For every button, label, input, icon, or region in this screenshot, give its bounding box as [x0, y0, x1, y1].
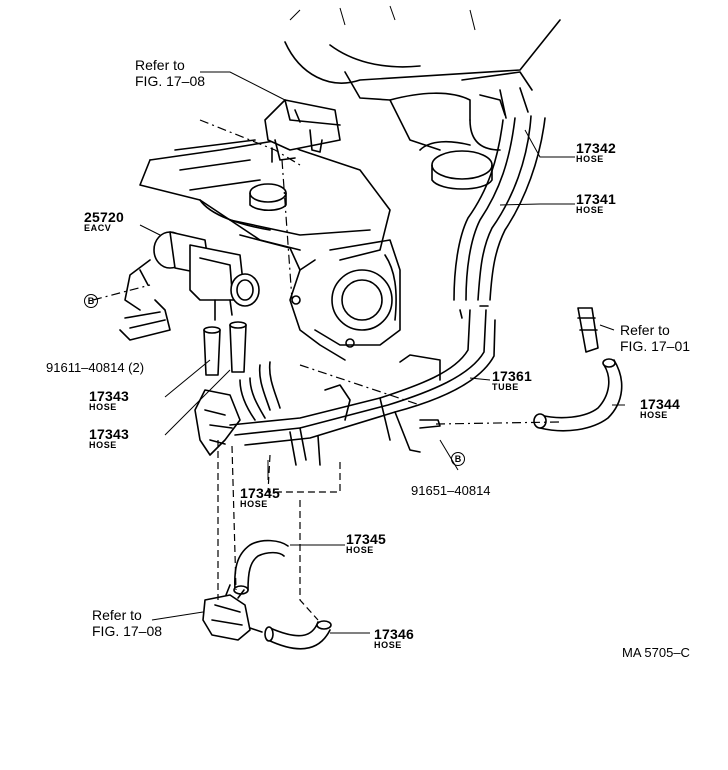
vsv-bracket	[194, 361, 281, 456]
part-number: 17341	[576, 191, 616, 207]
part-number: 17345	[346, 531, 386, 547]
tube-assembly-17361	[229, 305, 496, 466]
refer-line: Refer to	[620, 322, 670, 338]
part-name: HOSE	[374, 640, 402, 650]
part-name: EACV	[84, 223, 112, 233]
fig-line: FIG. 17–08	[135, 73, 206, 89]
label-17344: 17344 HOSE	[640, 397, 680, 420]
hose-17345-lower	[233, 539, 289, 595]
part-name: HOSE	[89, 440, 117, 450]
marker-b-right: B	[451, 452, 465, 466]
part-number: 17345	[240, 485, 280, 501]
callout-lines	[139, 71, 625, 634]
label-17343-upper: 17343 HOSE	[89, 389, 129, 412]
hose-17344	[533, 307, 623, 432]
hose-17346	[264, 620, 332, 650]
part-name: TUBE	[492, 382, 519, 392]
part-name: HOSE	[89, 402, 117, 412]
part-name: HOSE	[346, 545, 374, 555]
fig-line: FIG. 17–08	[92, 623, 163, 639]
fig-line: FIG. 17–01	[620, 338, 691, 354]
hoses-17341-17342	[453, 87, 546, 301]
label-25720: 25720 EACV	[84, 210, 124, 233]
label-17345-lower: 17345 HOSE	[346, 532, 386, 555]
part-number: 17342	[576, 140, 616, 156]
refer-to-fig-17-08-bottom: Refer to FIG. 17–08	[92, 607, 162, 639]
part-name: HOSE	[576, 154, 604, 164]
refer-line: Refer to	[135, 57, 185, 73]
hoses-17343	[203, 321, 247, 376]
part-number: 17344	[640, 396, 680, 412]
part-number: 17361	[492, 368, 532, 384]
part-name: HOSE	[640, 410, 668, 420]
part-number: 17346	[374, 626, 414, 642]
leader-lines	[92, 119, 561, 621]
label-17342: 17342 HOSE	[576, 141, 616, 164]
label-17361: 17361 TUBE	[492, 369, 532, 392]
eacv-assembly	[119, 231, 260, 341]
marker-b-left: B	[84, 294, 98, 308]
engine-block-outline	[139, 5, 561, 361]
refer-to-fig-17-01: Refer to FIG. 17–01	[620, 322, 690, 354]
part-number: 17343	[89, 426, 129, 442]
part-name: HOSE	[240, 499, 268, 509]
vsv-bottom	[202, 584, 263, 641]
label-17345-upper: 17345 HOSE	[240, 486, 280, 509]
refer-to-fig-17-08-top: Refer to FIG. 17–08	[135, 57, 205, 89]
figure-code: MA 5705–C	[622, 645, 690, 660]
bolt-91611-40814: 91611–40814 (2)	[46, 360, 145, 375]
part-name: HOSE	[576, 205, 604, 215]
part-number: 17343	[89, 388, 129, 404]
label-17343-lower: 17343 HOSE	[89, 427, 129, 450]
label-17341: 17341 HOSE	[576, 192, 616, 215]
part-number: 25720	[84, 209, 124, 225]
sensor-bracket	[264, 99, 341, 163]
refer-line: Refer to	[92, 607, 142, 623]
label-17346: 17346 HOSE	[374, 627, 414, 650]
bolt-91651-40814: 91651–40814	[411, 483, 491, 498]
